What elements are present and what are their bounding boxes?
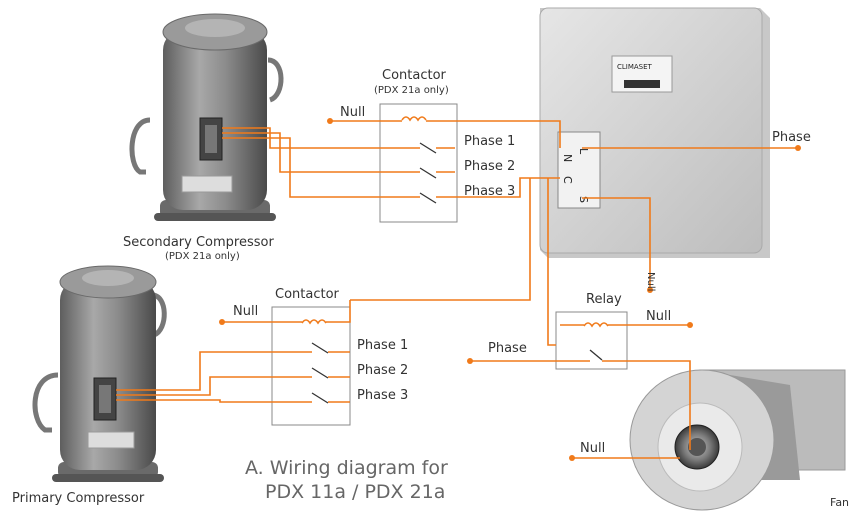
supply-phase-label: Phase — [772, 130, 811, 145]
contactor-top-note: (PDX 21a only) — [374, 85, 449, 96]
contactor-top-phase-3: Phase 3 — [464, 184, 515, 199]
contactor-bottom-box — [271, 306, 351, 426]
secondary-compressor-label: Secondary Compressor — [123, 235, 274, 250]
relay-label: Relay — [586, 292, 622, 307]
terminal-block — [557, 131, 601, 209]
contactor-top-phase-1: Phase 1 — [464, 134, 515, 149]
contactor-top-switch-2 — [419, 167, 437, 179]
contactor-top-coil — [401, 116, 427, 122]
contactor-top-switch-3 — [419, 192, 437, 204]
relay-phase-label: Phase — [488, 341, 527, 356]
secondary-compressor — [129, 13, 284, 221]
contactor-bottom-phase-3: Phase 3 — [357, 388, 408, 403]
contactor-top-label: Contactor — [382, 68, 447, 83]
contactor-top-switch-1 — [419, 142, 437, 154]
diagram-title-line-1: A. Wiring diagram for — [245, 457, 448, 479]
wires — [116, 120, 798, 459]
relay-switch — [589, 349, 603, 361]
control-unit-brand: CLIMASET — [617, 63, 653, 71]
contactor-bottom-switch-3 — [311, 392, 329, 404]
terminal-label-s: S — [577, 196, 590, 203]
contactor-bottom-label: Contactor — [275, 287, 340, 302]
fan-null-label: Null — [580, 441, 605, 456]
relay-null-label: Null — [646, 309, 671, 324]
wire-terminals — [219, 118, 801, 461]
control-unit — [539, 7, 770, 258]
primary-compressor-label: Primary Compressor — [12, 491, 145, 506]
contactor-top-box — [379, 103, 458, 223]
contactor-bottom-phase-2: Phase 2 — [357, 363, 408, 378]
diagram-title-line-2: PDX 11a / PDX 21a — [265, 481, 445, 503]
contactor-top-null-label: Null — [340, 105, 365, 120]
control-null-label: Null — [645, 272, 656, 291]
primary-compressor — [32, 265, 167, 482]
fan — [629, 369, 846, 511]
contactor-bottom-coil — [301, 319, 327, 325]
contactor-bottom-phase-1: Phase 1 — [357, 338, 408, 353]
terminal-label-n: N — [561, 154, 574, 162]
fan-label: Fan — [830, 496, 849, 509]
terminal-label-c: C — [561, 176, 574, 184]
contactor-bottom-switch-2 — [311, 367, 329, 379]
secondary-compressor-note: (PDX 21a only) — [165, 251, 240, 262]
relay-coil — [583, 322, 609, 328]
contactor-bottom-null-label: Null — [233, 304, 258, 319]
contactor-top-phase-2: Phase 2 — [464, 159, 515, 174]
terminal-label-l: L — [577, 148, 590, 155]
contactor-bottom-switch-1 — [311, 342, 329, 354]
relay-box — [555, 311, 628, 370]
